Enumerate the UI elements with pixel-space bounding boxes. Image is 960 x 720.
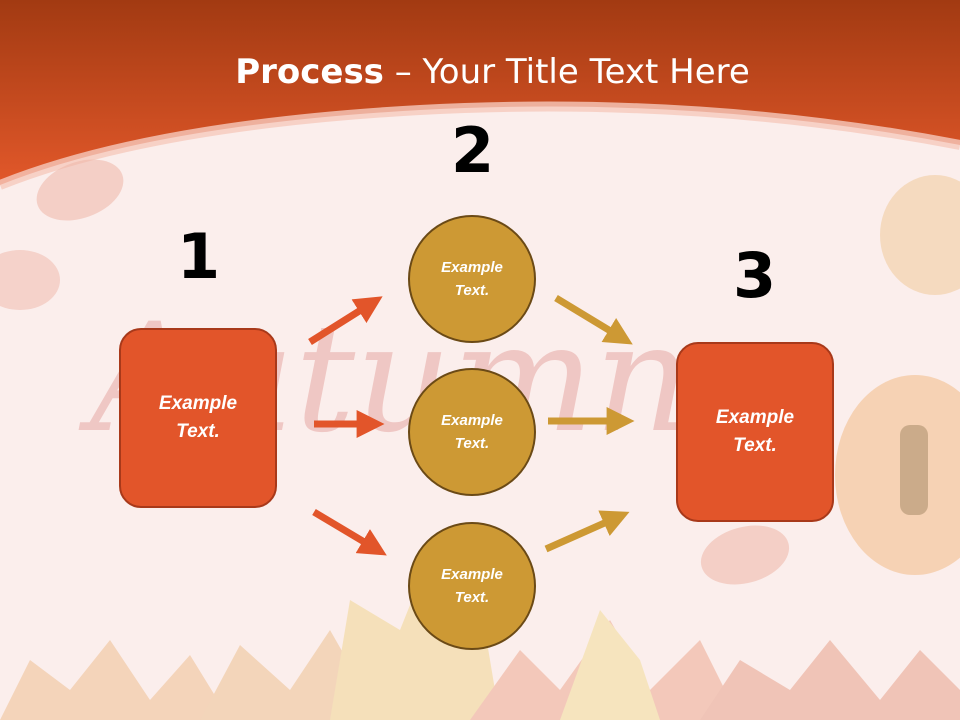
- box-left-line1: Example: [158, 392, 238, 414]
- box-right-line2: Text.: [733, 435, 777, 456]
- circle-bottom-line1: Example: [441, 565, 503, 583]
- circle-top-line1: Example: [441, 258, 503, 276]
- circle-middle-line2: Text.: [454, 435, 490, 452]
- step-number-3: 3: [733, 239, 777, 312]
- title-bold: Process: [235, 52, 384, 92]
- circle-bottom-line2: Text.: [454, 589, 490, 606]
- slide-title: Process – Your Title Text Here: [0, 52, 960, 92]
- title-rest: – Your Title Text Here: [383, 52, 750, 92]
- box-left-line2: Text.: [176, 421, 220, 442]
- arrow-left-bottom: [312, 508, 387, 556]
- step-number-1: 1: [177, 220, 221, 293]
- arrow-right-bottom: [544, 510, 630, 553]
- circle-middle-line1: Example: [441, 411, 503, 429]
- circle-top-line2: Text.: [454, 282, 490, 299]
- box-right-line1: Example: [715, 406, 795, 428]
- step-number-2: 2: [451, 114, 495, 187]
- arrow-left-top: [308, 296, 383, 345]
- arrow-right-top: [554, 295, 633, 345]
